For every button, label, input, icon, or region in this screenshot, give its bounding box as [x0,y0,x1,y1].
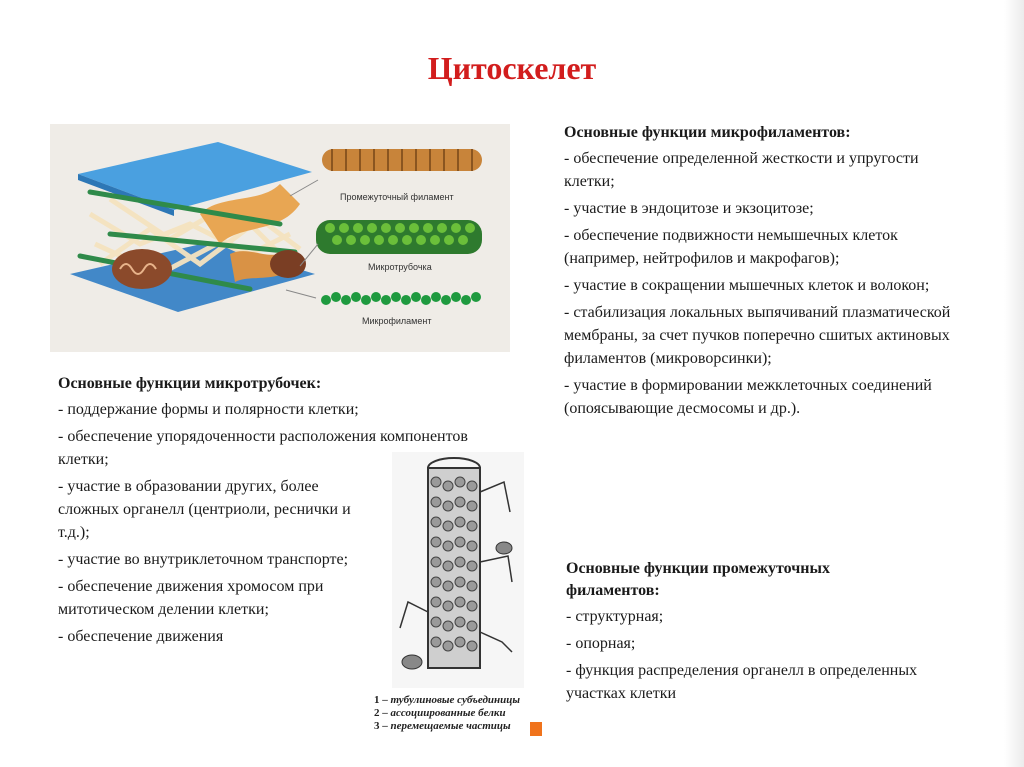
cytoskeleton-illustration: Промежуточный филамент Микротрубочка [50,124,510,352]
legend-line-1: тубулиновые субъединицы [390,694,521,706]
microfilament-functions: Основные функции микрофиламентов: - обес… [564,122,954,424]
list-item: - обеспечение подвижности немышечных кле… [564,227,898,267]
intermediate-heading: Основные функции промежуточных филаменто… [566,560,830,599]
list-item: - поддержание формы и полярности клетки; [58,401,359,418]
microtubule-functions: Основные функции микротрубочек: - поддер… [58,373,468,652]
cytoskeleton-diagram: Промежуточный филамент Микротрубочка [70,142,482,326]
list-item: - участие во внутриклеточном транспорте; [58,551,349,568]
drawing-legend: 1 – тубулиновые субъединицы 2 – ассоциир… [374,694,544,738]
orange-marker [530,722,542,736]
list-item: - обеспечение упорядоченности расположен… [58,428,468,468]
list-item: - участие в сокращении мышечных клеток и… [564,277,930,294]
list-item: - стабилизация локальных выпячиваний пла… [564,304,951,367]
legend-line-3: перемещаемые частицы [390,720,511,732]
list-item: - опорная; [566,635,636,652]
list-item: - обеспечение определенной жесткости и у… [564,150,919,190]
microtubule-schematic [399,457,513,670]
list-item: - участие в формировании межклеточных со… [564,377,932,417]
list-item: - структурная; [566,608,664,625]
label-microtubule: Микротрубочка [368,262,432,272]
list-item: - обеспечение движения хромосом при мито… [58,578,324,618]
legend-line-2: ассоциированные белки [390,707,506,719]
microtubule-drawing [392,452,524,688]
microfilament-heading: Основные функции микрофиламентов: [564,124,851,141]
list-item: - обеспечение движения [58,628,224,645]
intermediate-filament-functions: Основные функции промежуточных филаменто… [566,558,926,709]
list-item: - участие в образовании других, более сл… [58,478,351,541]
slide-title: Цитоскелет [427,50,597,86]
list-item: - участие в эндоцитозе и экзоцитозе; [564,200,814,217]
microtubule-heading: Основные функции микротрубочек: [58,375,322,392]
list-item: - функция распределения органелл в опред… [566,662,918,702]
label-intermediate-filament: Промежуточный филамент [340,192,454,202]
label-microfilament: Микрофиламент [362,316,431,326]
